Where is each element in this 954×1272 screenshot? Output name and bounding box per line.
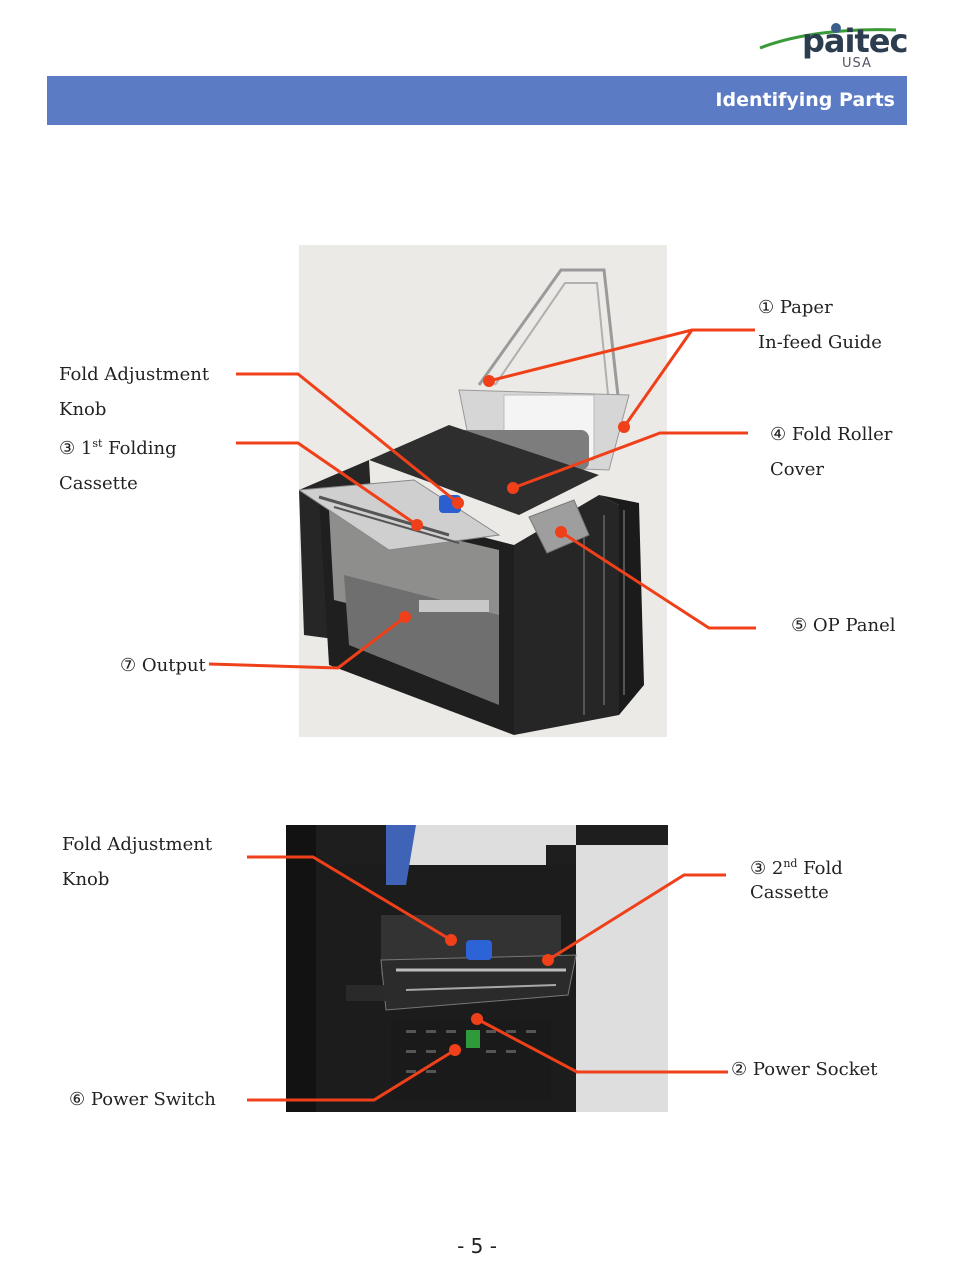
machine-side-photo: [286, 825, 668, 1112]
section-header-bar: Identifying Parts: [47, 76, 907, 125]
label-power-switch: ⑥ Power Switch: [69, 1089, 216, 1110]
logo-swoosh-icon: [759, 23, 897, 50]
label-op-panel: ⑤ OP Panel: [791, 615, 896, 636]
page-number: - 5 -: [457, 1234, 497, 1258]
label-power-socket: ② Power Socket: [731, 1059, 878, 1080]
folder-side-illustration: [286, 825, 668, 1112]
section-title: Identifying Parts: [715, 89, 895, 111]
label-fold-adjustment-knob: Fold Adjustment Knob: [59, 364, 210, 420]
paitec-logo: paitec USA: [756, 18, 908, 74]
label-paper-infeed-guide: ① Paper In-feed Guide: [758, 297, 882, 353]
logo-usa: USA: [842, 56, 872, 71]
machine-front-photo: [299, 245, 667, 737]
label-fold-adjustment-knob-2: Fold Adjustment Knob: [62, 834, 213, 890]
label-second-fold-cassette: ③ 2nd Fold Cassette: [750, 857, 843, 903]
label-first-folding-cassette: ③ 1st Folding Cassette: [59, 437, 177, 494]
label-output: ⑦ Output: [120, 655, 206, 676]
logo-wordmark: paitec: [802, 22, 908, 60]
label-fold-roller-cover: ④ Fold Roller Cover: [770, 424, 893, 480]
folder-machine-illustration: [299, 268, 644, 735]
